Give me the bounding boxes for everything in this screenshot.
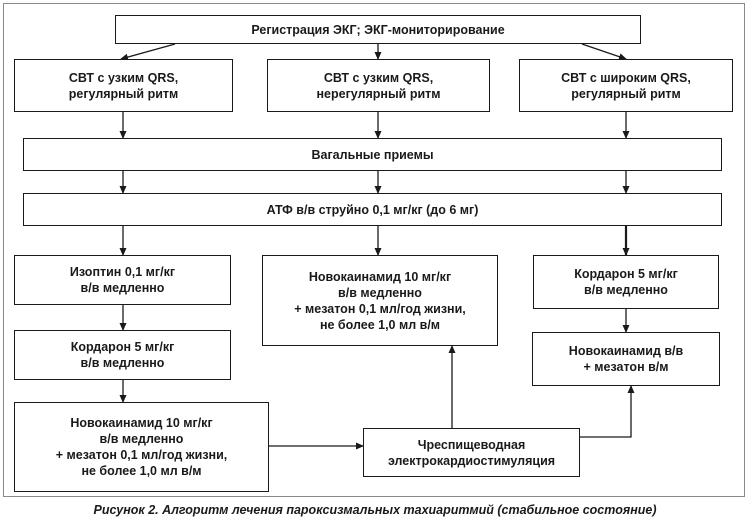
transesophageal-pacing-box: Чреспищеводная электрокардиостимуляция: [363, 428, 580, 477]
narrow-qrs-irregular-line-1: СВТ с узким QRS,: [323, 70, 434, 85]
novocainamide-left-line-4: не более 1,0 мл в/м: [81, 464, 202, 478]
novocainamide-left-box: Новокаинамид 10 мг/кг в/в медленно + мез…: [14, 402, 269, 492]
isoptin-box: Изоптин 0,1 мг/кг в/в медленно: [14, 255, 231, 305]
novocainamide-middle-line-4: не более 1,0 мл в/м: [319, 317, 441, 332]
novocainamide-left-line-2: в/в медленно: [99, 432, 184, 446]
novocainamide-left-line-3: + мезатон 0,1 мл/год жизни,: [55, 448, 228, 462]
narrow-qrs-irregular-box: СВТ с узким QRS, нерегулярный ритм: [267, 59, 490, 112]
cordarone-right-line-2: в/в медленно: [584, 283, 668, 297]
novocainamide-middle-line-2: в/в медленно: [338, 285, 422, 300]
narrow-qrs-irregular-line-2: нерегулярный ритм: [316, 86, 441, 101]
novocainamide-right-line-2: + мезатон в/м: [583, 360, 669, 374]
cordarone-left-line-2: в/в медленно: [80, 356, 165, 370]
cordarone-left-line-1: Кордарон 5 мг/кг: [70, 340, 175, 354]
novocainamide-right-line-1: Новокаинамид в/в: [568, 344, 684, 358]
novocainamide-middle-box: Новокаинамид 10 мг/кг в/в медленно + мез…: [262, 255, 498, 346]
figure-caption: Рисунок 2. Алгоритм лечения пароксизмаль…: [93, 503, 657, 517]
arrow-title-to-header-1: [120, 43, 176, 61]
novocainamide-middle-line-1: Новокаинамид 10 мг/кг: [308, 269, 452, 284]
atp-box: АТФ в/в струйно 0,1 мг/кг (до 6 мг): [23, 193, 722, 226]
novocainamide-right-box: Новокаинамид в/в + мезатон в/м: [532, 332, 720, 386]
cordarone-right-box: Кордарон 5 мг/кг в/в медленно: [533, 255, 719, 309]
narrow-qrs-regular-line-1: СВТ с узким QRS,: [68, 70, 179, 85]
narrow-qrs-regular-line-2: регулярный ритм: [68, 86, 179, 101]
wide-qrs-regular-line-2: регулярный ритм: [571, 86, 681, 101]
wide-qrs-regular-box: СВТ с широким QRS, регулярный ритм: [519, 59, 733, 112]
isoptin-line-1: Изоптин 0,1 мг/кг: [69, 265, 176, 279]
wide-qrs-regular-line-1: СВТ с широким QRS,: [561, 70, 691, 85]
pacing-line-1: Чреспищеводная: [417, 437, 526, 452]
narrow-qrs-regular-box: СВТ с узким QRS, регулярный ритм: [14, 59, 233, 112]
novocainamide-middle-line-3: + мезатон 0,1 мл/год жизни,: [294, 301, 466, 316]
cordarone-right-line-1: Кордарон 5 мг/кг: [574, 267, 678, 281]
arrow-pacing-to-right-2: [580, 385, 635, 438]
novocainamide-left-line-1: Новокаинамид 10 мг/кг: [70, 416, 213, 430]
arrow-title-to-header-3: [581, 43, 627, 61]
vagal-maneuvers-box: Вагальные приемы: [23, 138, 722, 171]
cordarone-left-box: Кордарон 5 мг/кг в/в медленно: [14, 330, 231, 380]
pacing-line-2: электрокардиостимуляция: [387, 453, 556, 468]
isoptin-line-2: в/в медленно: [80, 281, 165, 295]
ecg-registration-box: Регистрация ЭКГ; ЭКГ-мониторирование: [115, 15, 641, 44]
